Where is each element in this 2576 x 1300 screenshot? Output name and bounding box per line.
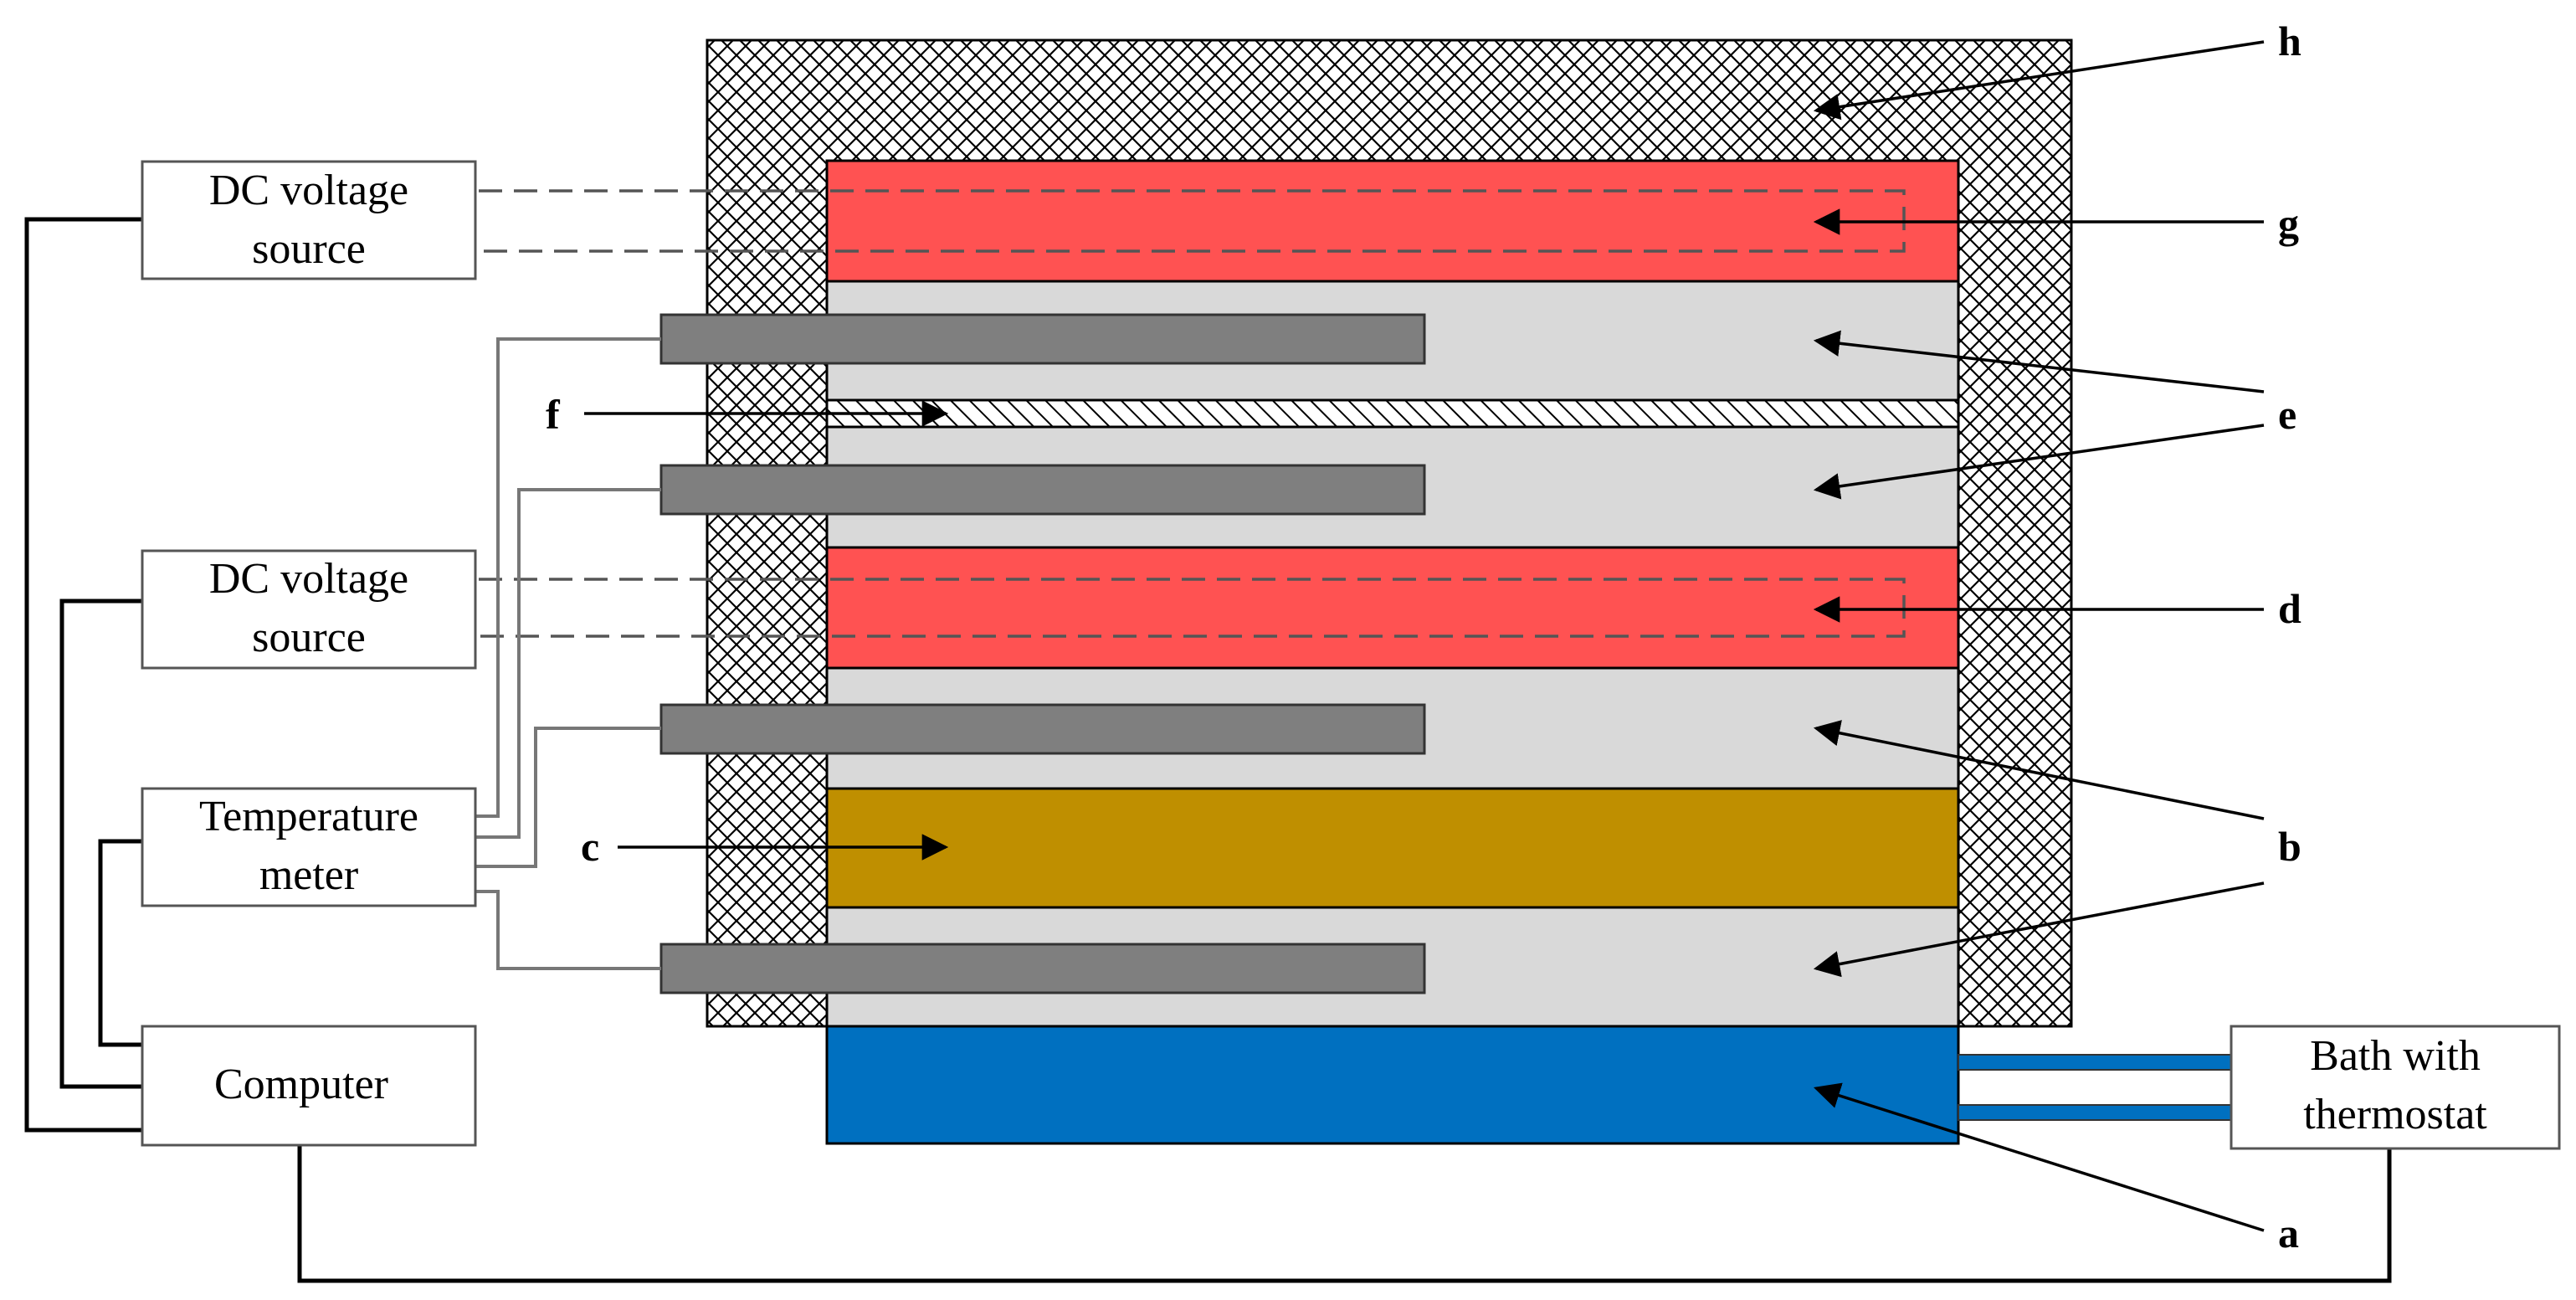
bath-pipe-lower: [1958, 1104, 2232, 1121]
arrow-e-lower: [1813, 424, 2265, 500]
bath-pipe-upper: [1958, 1054, 2232, 1071]
svg-text:source: source: [252, 225, 366, 273]
temperature-probe-4: [659, 943, 1426, 994]
heater-g: [825, 159, 1960, 283]
computer-to-dc-mid: [59, 599, 142, 1089]
temperature-probe-3: [659, 703, 1426, 755]
arrow-a: [1813, 1082, 2265, 1232]
svg-text:DC voltage: DC voltage: [209, 555, 408, 603]
label-g: g: [2278, 200, 2299, 247]
svg-text:Bath with: Bath with: [2310, 1032, 2481, 1080]
arrow-b-upper: [1813, 720, 2265, 820]
sample-f: [825, 398, 1960, 429]
sample-c: [825, 787, 1960, 909]
temperature-probe-2: [659, 464, 1426, 516]
svg-text:thermostat: thermostat: [2303, 1091, 2487, 1138]
svg-text:meter: meter: [259, 851, 358, 899]
arrow-b-lower: [1813, 881, 2265, 978]
temperature-probe-1: [659, 313, 1426, 365]
heater-d: [825, 546, 1960, 670]
probe-wire-3: [475, 727, 661, 868]
arrow-h: [1813, 40, 2265, 121]
heater-d-wiring: [479, 578, 1906, 638]
dc-voltage-source-top: DC voltage source: [141, 160, 477, 280]
svg-text:source: source: [252, 614, 366, 661]
computer-to-bath: [297, 1145, 2392, 1283]
label-d: d: [2278, 585, 2301, 632]
label-b: b: [2278, 823, 2301, 870]
label-e: e: [2278, 391, 2296, 438]
arrow-e-upper: [1813, 330, 2265, 393]
temperature-meter: Temperature meter: [141, 787, 477, 907]
probe-wire-4: [475, 890, 661, 970]
svg-text:Computer: Computer: [214, 1061, 388, 1108]
svg-text:Temperature: Temperature: [199, 793, 418, 840]
computer-to-dc-top: [24, 217, 142, 1133]
cooling-plate-a: [825, 1025, 1960, 1145]
computer-to-temp-meter: [98, 839, 142, 1047]
probe-wire-2: [475, 488, 661, 839]
label-f: f: [546, 391, 561, 438]
dc-voltage-source-middle: DC voltage source: [141, 549, 477, 670]
bath-with-thermostat: Bath with thermostat: [2230, 1025, 2561, 1150]
svg-text:DC voltage: DC voltage: [209, 167, 408, 214]
computer: Computer: [141, 1025, 477, 1147]
label-h: h: [2278, 18, 2301, 64]
label-c: c: [581, 823, 599, 870]
label-a: a: [2278, 1210, 2299, 1256]
probe-wire-1: [475, 337, 661, 818]
